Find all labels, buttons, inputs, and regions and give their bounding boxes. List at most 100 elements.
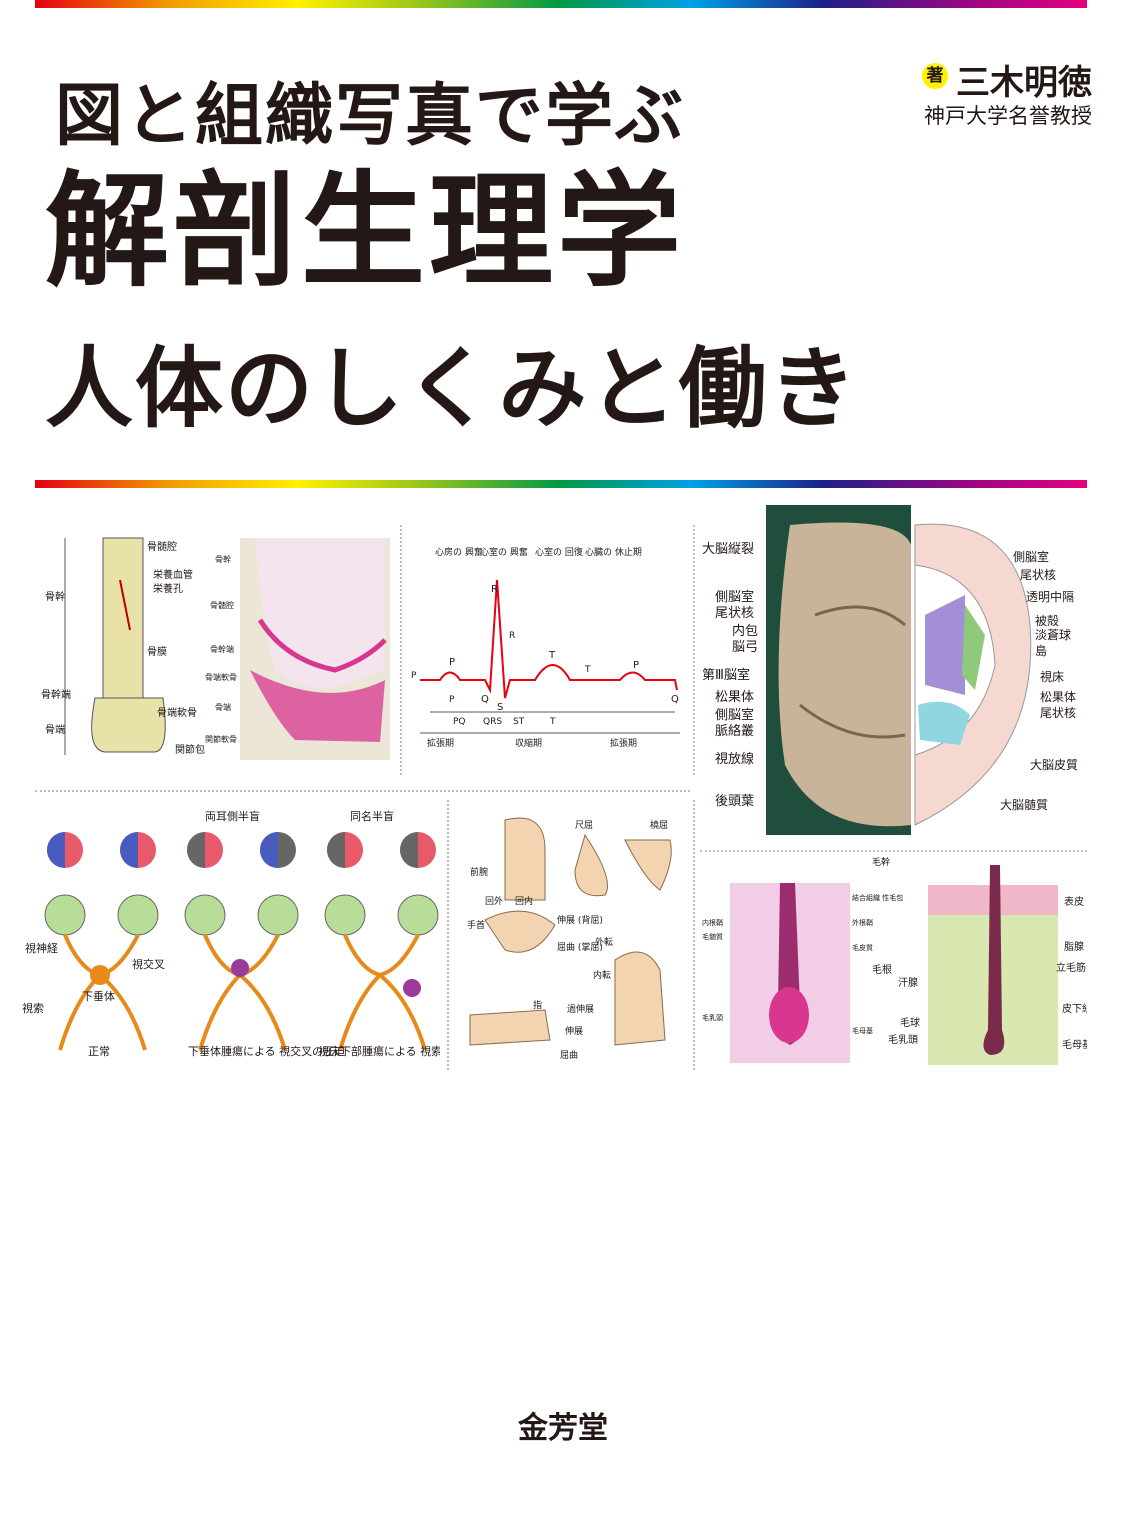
bone-label-right-5: 関節包 — [175, 743, 205, 756]
brain-figure: 大脳縦裂 側脳室 尾状核 内包 脳弓 第Ⅲ脳室 松果体 側脳室 脈絡叢 視放線 … — [702, 505, 1078, 835]
hair-label-right-3: 皮下組織 — [1062, 1002, 1087, 1015]
brain-label-right-8: 尾状核 — [1040, 706, 1076, 720]
publisher-name: 金芳堂 — [518, 1411, 608, 1446]
ecg-interval-0: PQ — [453, 717, 466, 727]
ecg-side-0: P — [411, 671, 417, 681]
divider — [447, 800, 449, 1070]
ecg-interval-2: ST — [513, 717, 525, 727]
author-name: 三木明徳 — [956, 63, 1092, 103]
hair-label-top-0: 毛幹 — [872, 856, 890, 868]
hair-photo-label-6: 毛母基 — [852, 1026, 873, 1035]
hair-photo-label-2: 結合組織 性毛包 — [852, 893, 903, 902]
hand-label-2: 回内 — [515, 895, 533, 907]
middle-rainbow-bar — [35, 480, 1087, 488]
visual-pathway-figure: 両耳側半盲 同名半盲 視神経 視交叉 下垂体 視索 正常 下垂体腫瘍による 視交… — [22, 809, 440, 1058]
hand-label-9: 内転 — [593, 969, 611, 981]
ecg-wave-6: Q — [671, 694, 679, 705]
bone-figure: 骨幹 骨幹端 骨端 骨髄腔 栄養血管 栄養孔 骨膜 骨端軟骨 関節包 骨幹 骨髄… — [41, 537, 390, 760]
vision-label-1: 視交叉 — [132, 957, 165, 971]
hand-movement-figure: 前腕 回外 回内 尺屈 橈屈 手首 伸展 (背屈) 屈曲 (掌屈) 外転 内転 … — [467, 817, 672, 1061]
brain-label-right-2: 透明中隔 — [1026, 589, 1074, 604]
brain-label-right-7: 松果体 — [1040, 690, 1076, 704]
brain-label-right-9: 大脳皮質 — [1030, 757, 1078, 772]
author-badge: 著 — [922, 63, 948, 89]
bone-label-right-2: 栄養孔 — [153, 582, 183, 595]
ecg-wave-3: S — [497, 702, 503, 713]
brain-label-left-0: 大脳縦裂 — [702, 542, 754, 557]
vision-label-2: 下垂体 — [82, 989, 115, 1003]
brain-label-left-6: 松果体 — [715, 690, 754, 705]
hypothalamic-tumor — [403, 979, 421, 997]
brain-label-left-2: 尾状核 — [715, 606, 754, 621]
divider — [400, 525, 402, 775]
hair-follicle-figure: 毛幹 内根鞘 毛髄質 結合組織 性毛包 外根鞘 毛皮質 毛乳頭 毛母基 表皮 脂… — [702, 856, 1087, 1065]
hair-label-mid-2: 毛球 — [900, 1016, 920, 1029]
hair-photo-label-0: 内根鞘 — [702, 918, 723, 927]
bone-label-left-0: 骨幹 — [45, 590, 65, 603]
ecg-phase-3: 心臓の 休止期 — [585, 546, 642, 558]
brain-label-right-4: 淡蒼球 — [1035, 628, 1071, 642]
hair-label-mid-3: 毛乳頭 — [888, 1033, 918, 1046]
ecg-interval-3: T — [549, 717, 556, 727]
brain-label-left-4: 脳弓 — [732, 640, 758, 655]
bone-photo-label-0: 骨幹 — [215, 554, 231, 564]
brain-label-right-1: 尾状核 — [1020, 568, 1056, 582]
brain-label-left-1: 側脳室 — [715, 589, 754, 605]
title-line-1: 図と組織写真で学ぶ — [55, 77, 686, 156]
hair-label-right-0: 表皮 — [1064, 895, 1084, 908]
bone-label-right-3: 骨膜 — [147, 646, 167, 658]
ecg-side-2: R — [509, 631, 515, 641]
vision-header-1: 同名半盲 — [350, 809, 394, 823]
brain-label-left-7: 側脳室 — [715, 707, 754, 723]
visual-field-normal — [47, 832, 156, 868]
hand-label-3: 尺屈 — [575, 820, 593, 831]
divider — [35, 790, 690, 792]
brain-label-right-3: 被殻 — [1035, 614, 1059, 628]
bone-photo-label-5: 関節軟骨 — [205, 734, 237, 744]
divider — [693, 800, 695, 1070]
bone-photo-label-1: 骨髄腔 — [210, 600, 234, 610]
hand-label-7: 屈曲 (掌屈) — [557, 942, 603, 953]
hand-label-6: 伸展 (背屈) — [557, 914, 603, 926]
vision-caption-0: 正常 — [88, 1045, 110, 1058]
bone-label-left-1: 骨幹端 — [41, 688, 71, 701]
ecg-wave-5: P — [633, 660, 639, 671]
brain-label-right-10: 大脳髄質 — [1000, 797, 1048, 812]
brain-label-left-8: 脈絡叢 — [715, 723, 754, 739]
vision-label-0: 視神経 — [25, 941, 58, 955]
ecg-phase-1: 心室の 興奮 — [480, 546, 528, 558]
brain-label-left-5: 第Ⅲ脳室 — [702, 667, 750, 683]
ecg-trace — [420, 579, 678, 699]
ecg-phase-2: 心室の 回復 — [535, 546, 583, 558]
ecg-period-1: 収縮期 — [515, 737, 542, 749]
hair-photo-label-5: 毛乳頭 — [702, 1013, 723, 1022]
hand-label-11: 過伸展 — [567, 1003, 594, 1015]
ecg-wave-2: Q — [481, 694, 489, 705]
bone-label-left-2: 骨端 — [45, 723, 65, 736]
visual-field-bitemporal — [187, 832, 296, 868]
ecg-wave-4: T — [548, 650, 556, 661]
hand-label-0: 前腕 — [470, 866, 488, 878]
bone-label-right-4: 骨端軟骨 — [157, 706, 197, 719]
vision-caption-1: 下垂体腫瘍による 視交叉の圧迫 — [188, 1044, 345, 1058]
brain-label-left-9: 視放線 — [715, 751, 754, 767]
brain-label-right-5: 島 — [1035, 643, 1047, 658]
bone-photo-label-3: 骨端軟骨 — [205, 672, 237, 682]
pituitary-tumor — [231, 959, 249, 977]
bone-label-right-1: 栄養血管 — [153, 568, 193, 581]
brain-label-left-3: 内包 — [732, 623, 758, 639]
hand-label-8: 外転 — [595, 936, 613, 948]
ecg-period-2: 拡張期 — [610, 737, 637, 749]
pituitary — [90, 965, 110, 985]
bone-photo-label-2: 骨幹端 — [210, 644, 234, 654]
hand-label-4: 橈屈 — [650, 819, 668, 831]
divider — [700, 850, 1087, 852]
vision-caption-2: 視床下部腫瘍による 視索の圧迫 — [318, 1044, 440, 1058]
ecg-period-0: 拡張期 — [427, 737, 454, 749]
bone-shaft — [102, 537, 144, 699]
ecg-figure: 心房の 興奮 心室の 興奮 心室の 回復 心臓の 休止期 P R Q S T P… — [411, 546, 680, 749]
hair-photo-label-1: 毛髄質 — [702, 932, 723, 941]
hand-label-13: 屈曲 — [560, 1050, 578, 1061]
ecg-side-1: P — [449, 695, 455, 705]
ecg-wave-0: P — [449, 657, 455, 668]
